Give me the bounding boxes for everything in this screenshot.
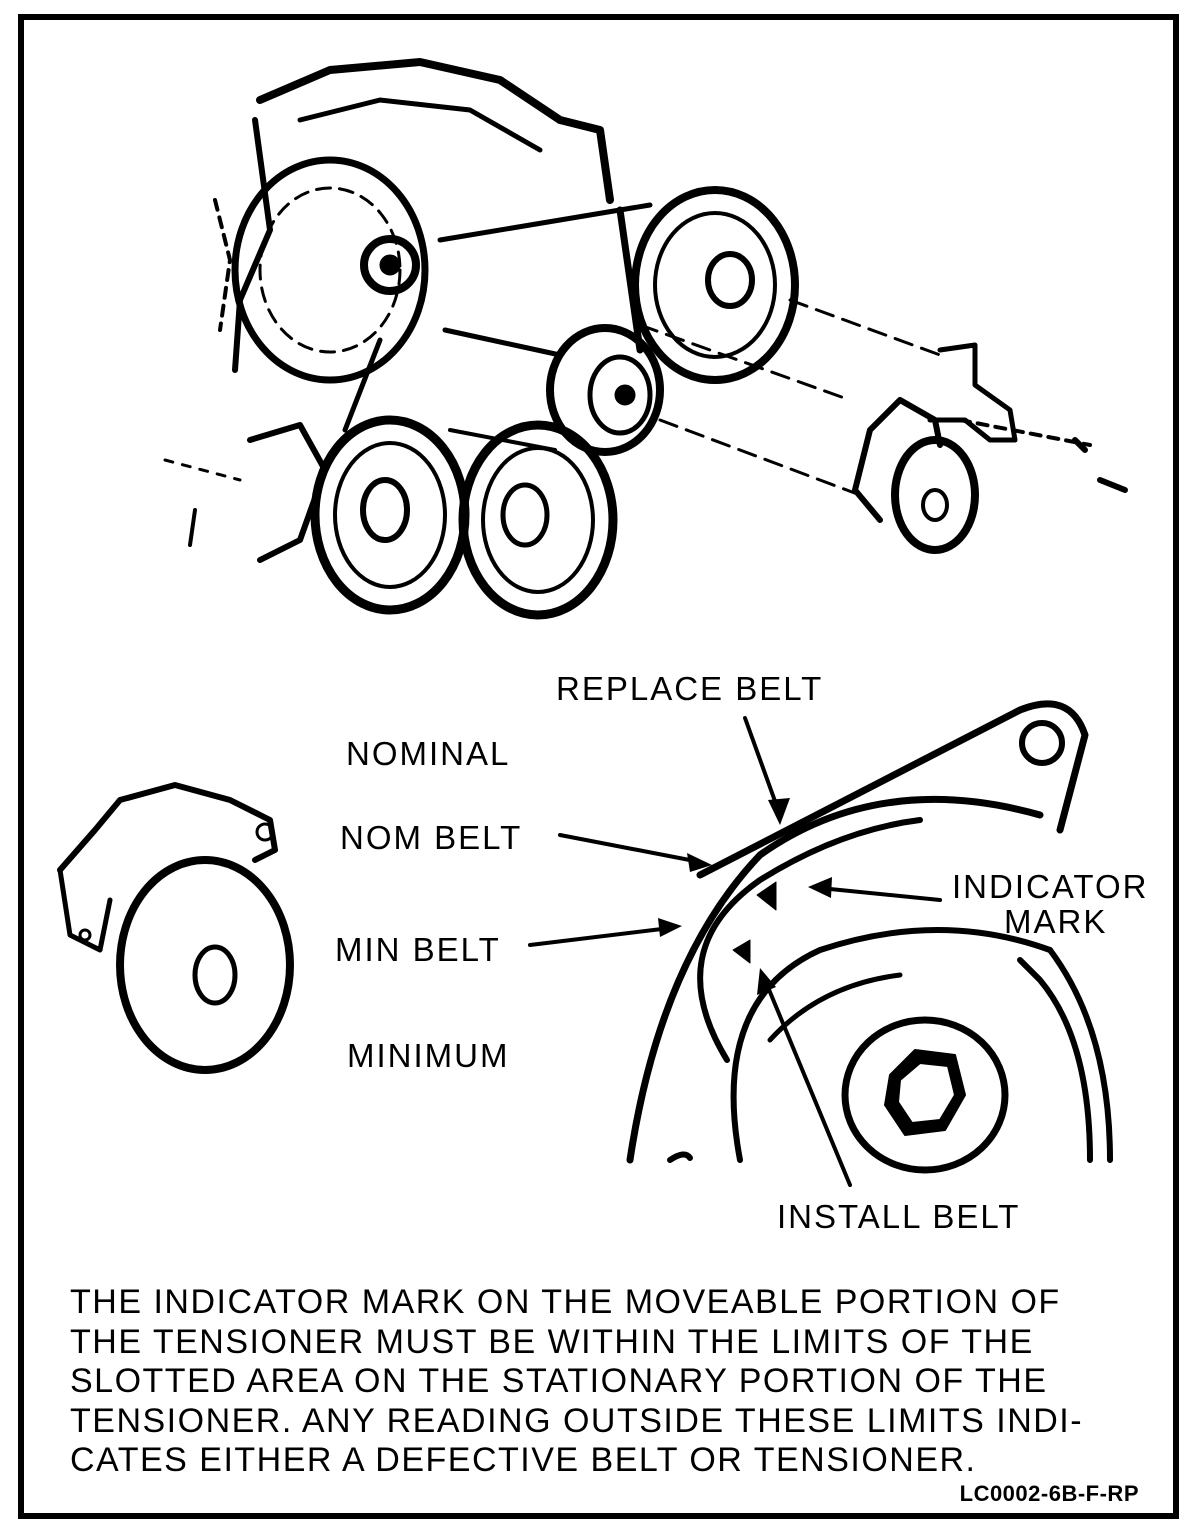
figure-code: LC0002-6B-F-RP xyxy=(959,1481,1139,1506)
alternator-drawing xyxy=(231,156,429,384)
engine-belt-drive-drawing xyxy=(163,58,1128,620)
exploded-tensioner-drawing xyxy=(638,298,1128,554)
indicator-mark-label-line2: MARK xyxy=(1004,903,1108,940)
caption-line: THE TENSIONER MUST BE WITHIN THE LIMITS … xyxy=(70,1322,1034,1361)
water-pump-pulley-drawing xyxy=(546,324,664,456)
minimum-label: MINIMUM xyxy=(347,1037,510,1074)
install-belt-label: INSTALL BELT xyxy=(777,1198,1021,1235)
nominal-label: NOMINAL xyxy=(346,735,511,772)
tensioner-small-view-drawing xyxy=(57,782,294,1074)
caption-line: THE INDICATOR MARK ON THE MOVEABLE PORTI… xyxy=(70,1283,1061,1321)
upper-pulley-drawing xyxy=(616,186,799,384)
min-belt-label: MIN BELT xyxy=(335,931,501,968)
caption-line: SLOTTED AREA ON THE STATIONARY PORTION O… xyxy=(70,1362,1048,1400)
caption-line: TENSIONER. ANY READING OUTSIDE THESE LIM… xyxy=(70,1401,1084,1440)
figure-border xyxy=(18,14,1179,1519)
replace-belt-label: REPLACE BELT xyxy=(556,670,824,707)
caption-line: CATES EITHER A DEFECTIVE BELT OR TENSION… xyxy=(70,1441,977,1479)
caption-text: THE INDICATOR MARK ON THE MOVEABLE PORTI… xyxy=(70,1283,1160,1481)
nom-belt-label: NOM BELT xyxy=(340,819,523,856)
indicator-mark-label-line1: INDICATOR xyxy=(952,868,1149,905)
leader-arrows xyxy=(528,716,942,1187)
crankshaft-pulleys-drawing xyxy=(310,415,618,620)
tensioner-detail-drawing xyxy=(626,700,1113,1174)
